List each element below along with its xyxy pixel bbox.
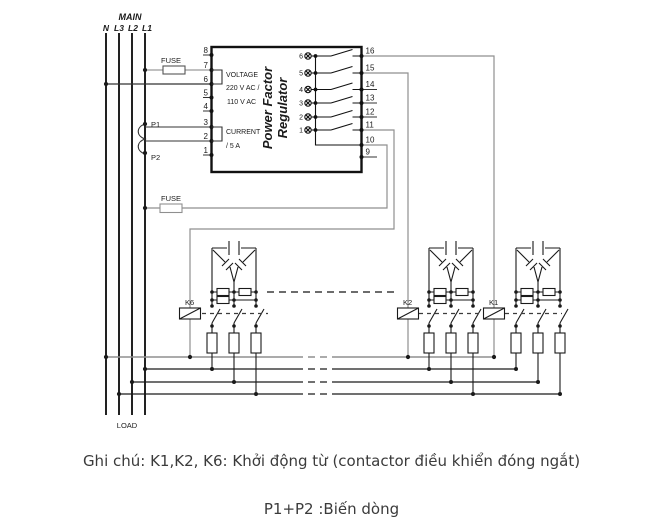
- contactor-coil-k2: [396, 307, 420, 320]
- caption-line-2: P1+P2 :Biến dòng: [263, 500, 400, 518]
- capacitor-bank-k1: [510, 240, 569, 397]
- main-fuse: [162, 65, 186, 75]
- contact-number: 3: [299, 101, 303, 108]
- right-terminal-numbers: 16 15 14 13 12 11 10 9: [366, 47, 375, 157]
- load-label: LOAD: [117, 421, 138, 430]
- contactor-label-k6: K6: [185, 298, 194, 307]
- terminal-number: 5: [204, 89, 209, 98]
- regulator-title-line1: Power Factor: [260, 66, 275, 149]
- contact-numbers: 6 5 4 3 2 1: [299, 54, 303, 135]
- wire-terminal10-fuse: [145, 144, 388, 209]
- contactor-coil-k1: [482, 307, 506, 320]
- caption-line-1: Ghi chú: K1,K2, K6: Khởi động từ (contac…: [82, 452, 581, 470]
- control-wires: [106, 55, 495, 358]
- phase-label-l1: L1: [142, 23, 152, 33]
- current-value: / 5 A: [226, 143, 240, 150]
- capacitor-bank-k6: [206, 240, 265, 397]
- control-fuse-label: FUSE: [161, 194, 181, 203]
- terminal-number: 4: [204, 102, 209, 111]
- control-fuse: [159, 203, 183, 214]
- dashed-links: [202, 291, 562, 315]
- tap-line-junction-dots: [116, 366, 148, 397]
- contact-row: [304, 109, 362, 121]
- terminal-number: 12: [366, 108, 375, 117]
- contact-row: [304, 48, 362, 60]
- wire-terminal11-k6: [189, 129, 395, 357]
- terminal-number: 6: [204, 75, 209, 84]
- ct-coil: [137, 123, 147, 155]
- contact-number: 2: [299, 115, 303, 122]
- terminal-number: 7: [204, 61, 209, 70]
- phase-label-l3: L3: [114, 23, 124, 33]
- phase-label-n: N: [103, 23, 110, 33]
- ct-p1-label: P1: [151, 120, 160, 129]
- contactor-label-k2: K2: [403, 298, 412, 307]
- voltage-bracket: [211, 69, 223, 85]
- terminal-number: 11: [366, 121, 375, 130]
- contact-number: 1: [299, 128, 303, 135]
- contact-common-line: [314, 56, 362, 146]
- terminal-number: 13: [366, 94, 375, 103]
- current-transformer: [137, 123, 211, 155]
- circuit-diagram: MAIN N L3 L2 L1 LOAD FUSE FUSE: [103, 12, 569, 430]
- terminal-number: 15: [366, 64, 375, 73]
- terminal-number: 8: [204, 46, 209, 55]
- terminal-number: 3: [204, 118, 209, 127]
- main-label: MAIN: [119, 12, 142, 22]
- voltage-value-1: 220 V AC /: [226, 85, 260, 92]
- left-terminal-numbers: 8 7 6 5 4 3 2 1: [204, 46, 209, 155]
- voltage-value-2: 110 V AC: [227, 99, 256, 106]
- terminal-number: 14: [366, 80, 375, 89]
- current-bracket: [211, 126, 223, 142]
- supply-wires: [106, 69, 211, 85]
- contactor-coil-k6: [178, 307, 202, 320]
- main-bus-group: [105, 33, 146, 415]
- output-contacts: [304, 48, 362, 146]
- voltage-label: VOLTAGE: [226, 72, 258, 79]
- control-junction-dots: [103, 205, 497, 360]
- terminal-number: 10: [366, 136, 375, 145]
- phase-label-l2: L2: [128, 23, 138, 33]
- right-terminal-stubs: [362, 88, 377, 158]
- wire-terminal16-k1: [362, 55, 495, 357]
- terminal-number: 16: [366, 47, 375, 56]
- terminal-number: 2: [204, 132, 209, 141]
- terminal-number: 9: [366, 148, 371, 157]
- contact-number: 6: [299, 54, 303, 61]
- regulator-title-line2: Regulator: [275, 77, 290, 139]
- contact-number: 4: [299, 87, 303, 94]
- contactor-label-k1: K1: [489, 298, 498, 307]
- input-brackets: [211, 69, 223, 142]
- main-fuse-label: FUSE: [161, 56, 181, 65]
- phase-tap-lines: [119, 368, 560, 395]
- capacitor-bank-k2: [423, 240, 482, 397]
- wire-terminal15-k2: [362, 72, 409, 357]
- left-terminal-stubs: [203, 54, 211, 156]
- power-factor-regulator: 8 7 6 5 4 3 2 1 16 15 14 13 12 11 10 9 V…: [203, 45, 377, 174]
- ct-p2-label: P2: [151, 153, 160, 162]
- terminal-number: 1: [204, 146, 209, 155]
- contact-number: 5: [299, 71, 303, 78]
- current-label: CURRENT: [226, 129, 261, 136]
